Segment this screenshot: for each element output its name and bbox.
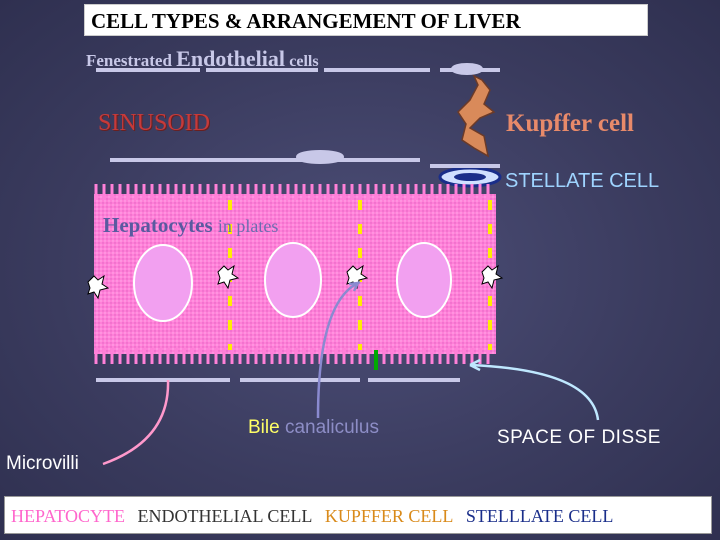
legend-hepatocyte: HEPATOCYTE xyxy=(11,506,126,526)
microvilli-label: Microvilli xyxy=(6,453,79,474)
endothelial-text: Endothelial xyxy=(176,46,285,71)
page-title: CELL TYPES & ARRANGEMENT OF LIVER xyxy=(84,4,648,36)
hepatocyte-nucleus xyxy=(396,242,452,318)
bile-canaliculus xyxy=(217,264,240,290)
microvilli-arrow xyxy=(102,379,170,466)
bile-canaliculus xyxy=(87,274,110,300)
kupffer-cell xyxy=(457,74,496,158)
in-plates-text: in plates xyxy=(217,216,279,236)
hepatocytes-label: Hepatocytes in plates xyxy=(103,213,278,238)
legend-stellate: STELLLATE CELL xyxy=(465,506,614,526)
hepatocyte-plate xyxy=(87,184,504,370)
stellate-cell xyxy=(430,164,502,188)
endothelial-lining-top xyxy=(96,63,500,164)
hepatocyte-nucleus xyxy=(133,244,193,322)
bile-arrow xyxy=(316,280,361,419)
cells-text: cells xyxy=(289,53,319,70)
bile-canaliculus xyxy=(481,264,504,290)
kupffer-label: Kupffer cell xyxy=(506,110,634,137)
fenestrated-text: Fenestrated xyxy=(86,51,172,70)
bile-canaliculus xyxy=(346,264,369,290)
bile-text: Bile xyxy=(248,417,280,438)
legend-endothelial: ENDOTHELIAL CELL xyxy=(137,506,313,526)
space-of-disse-label: SPACE OF DISSE xyxy=(497,427,661,448)
bile-canaliculus-label: Bile canaliculus xyxy=(248,417,379,439)
hepatocytes-text: Hepatocytes xyxy=(103,213,213,237)
fenestrated-endothelial-label: Fenestrated Endothelial cells xyxy=(86,46,319,72)
stellate-label: STELLATE CELL xyxy=(505,170,660,192)
disse-arrow xyxy=(469,363,600,421)
legend-kupffer: KUPFFER CELL xyxy=(324,506,454,526)
hepatocyte-nucleus xyxy=(264,242,322,318)
sinusoid-label: SINUSOID xyxy=(98,110,211,136)
legend-bar: HEPATOCYTE ENDOTHELIAL CELL KUPFFER CELL… xyxy=(4,496,712,534)
canaliculus-text: canaliculus xyxy=(284,417,379,438)
